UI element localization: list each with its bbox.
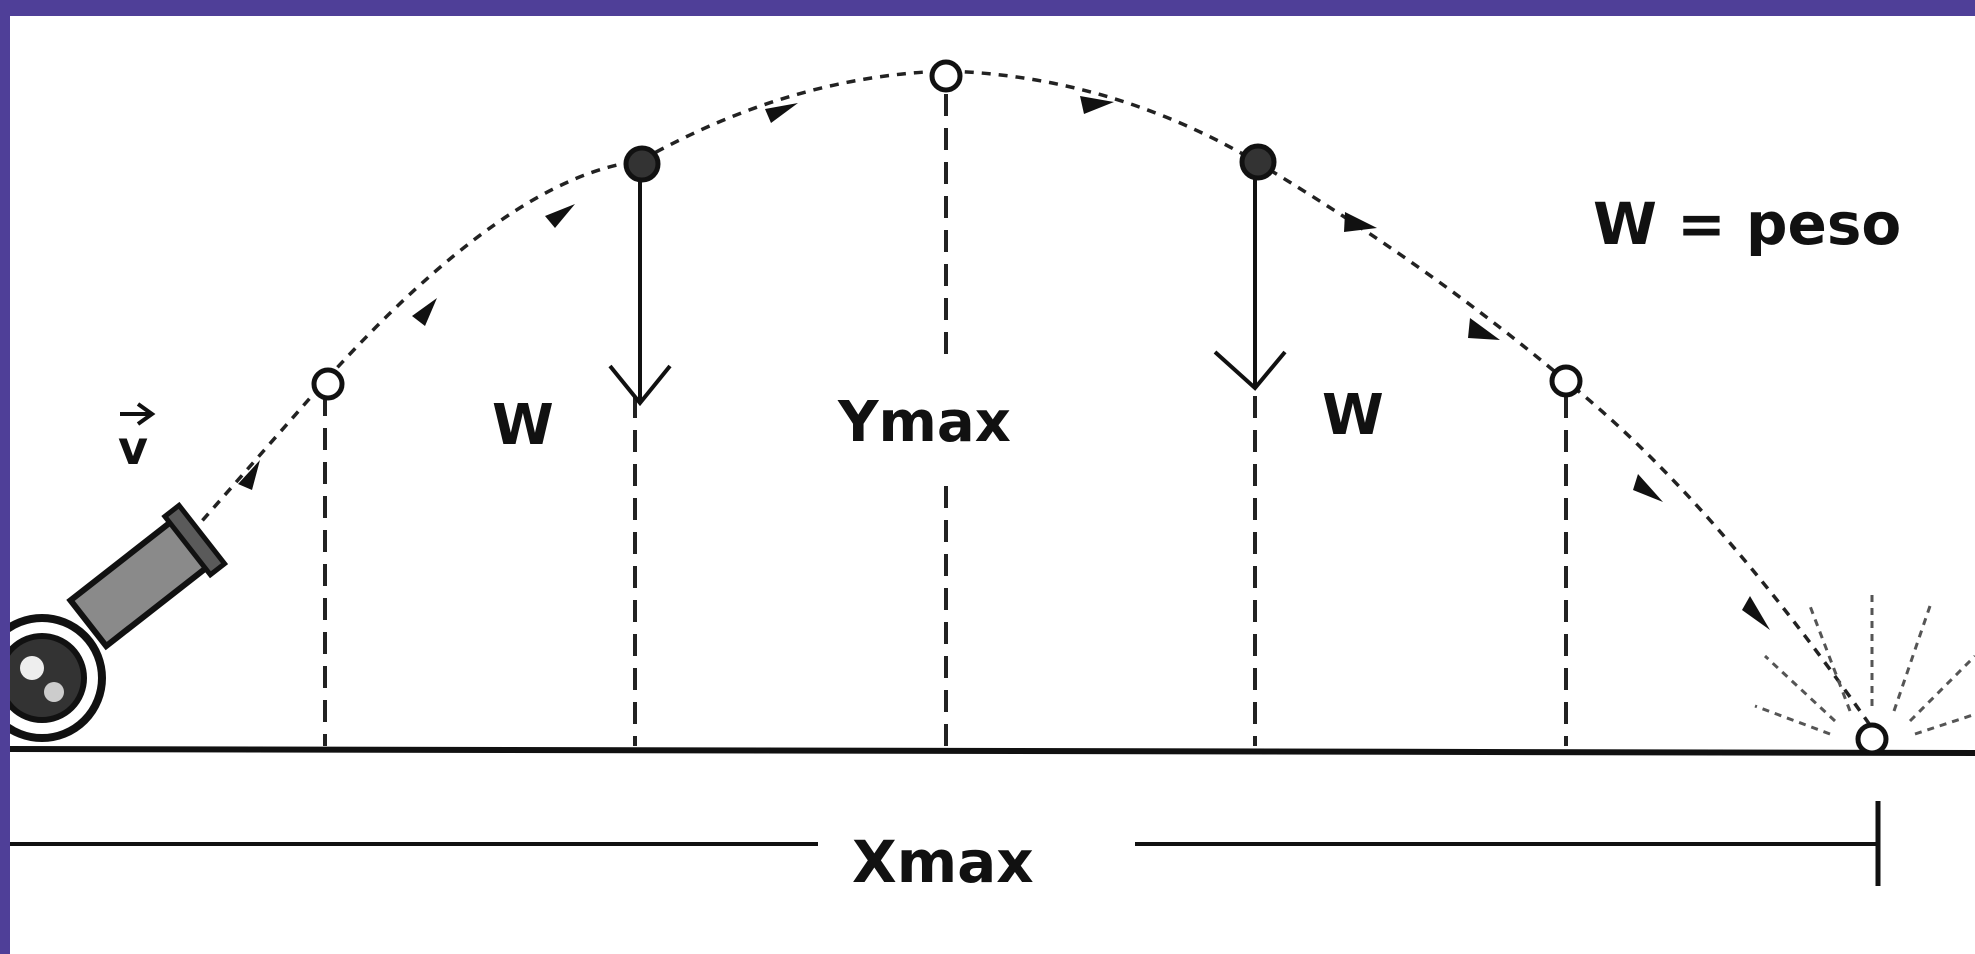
projectile-ball-apex xyxy=(929,59,963,93)
trajectory-arrowhead xyxy=(1344,212,1377,232)
projectile-ball-5 xyxy=(1549,364,1583,398)
projectile-ball-1 xyxy=(311,367,345,401)
trajectory-arrowhead xyxy=(1080,96,1114,114)
trajectory-arrowhead xyxy=(1633,474,1663,502)
weight-arrowhead-left xyxy=(608,364,672,407)
velocity-vector-arrowhead xyxy=(136,402,156,426)
trajectory-arrowhead xyxy=(412,298,437,326)
trajectory-arrowhead xyxy=(1468,318,1500,340)
trajectory-arrowhead xyxy=(545,204,575,228)
ymax-label: Ymax xyxy=(837,390,1011,455)
trajectory-arrowhead xyxy=(1742,596,1770,630)
weight-arrowhead-right xyxy=(1213,350,1287,391)
projectile-diagram: v W Ymax W W = peso Xmax xyxy=(10,59,1975,896)
cannon xyxy=(10,501,229,742)
trajectory-arrowhead xyxy=(238,460,260,490)
trajectory-path xyxy=(178,69,1874,730)
impact-burst xyxy=(1754,591,1975,736)
ground-line xyxy=(10,746,1975,756)
trajectory-arrowhead xyxy=(765,103,798,123)
weight-label-left: W xyxy=(492,393,554,458)
legend-label: W = peso xyxy=(1593,190,1901,258)
projectile-ball-4 xyxy=(1239,143,1277,181)
projectile-ball-2 xyxy=(623,145,661,183)
projectile-ball-landing xyxy=(1855,722,1889,756)
xmax-label: Xmax xyxy=(852,828,1034,896)
velocity-label: v xyxy=(118,421,148,475)
weight-label-right: W xyxy=(1322,383,1384,448)
